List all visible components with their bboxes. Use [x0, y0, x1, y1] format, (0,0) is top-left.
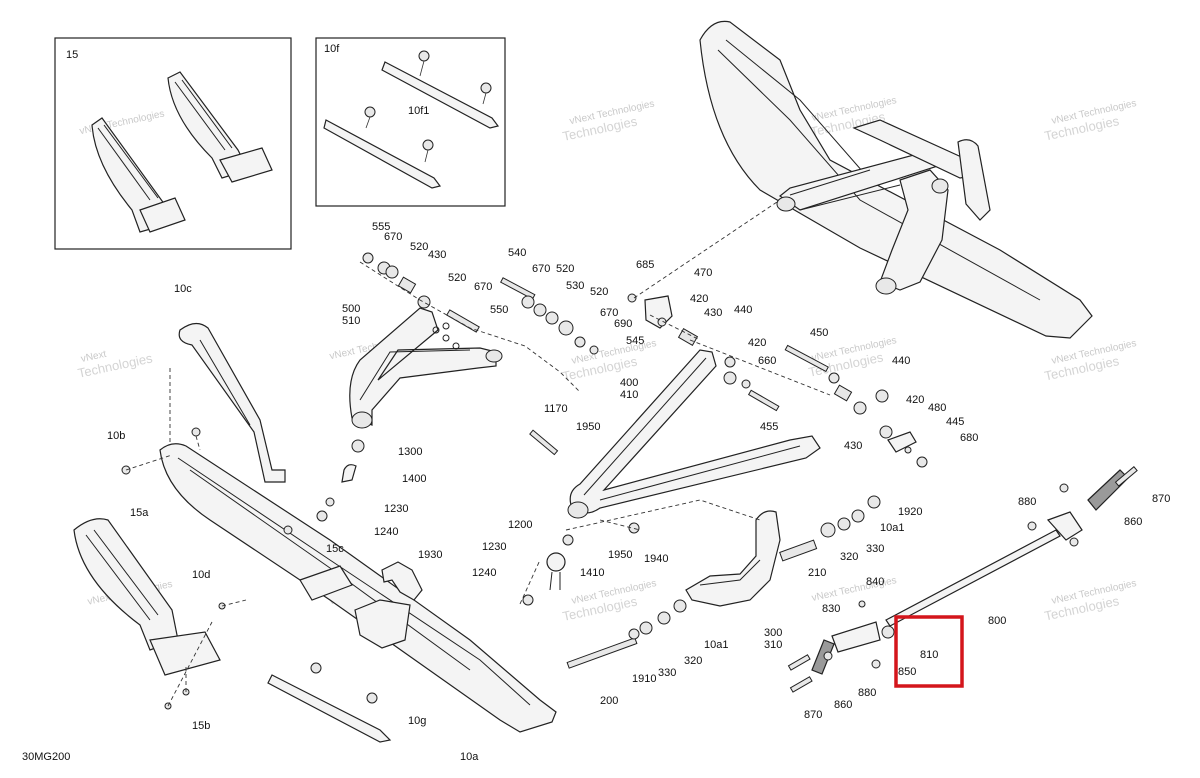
callout-1230: 1230	[482, 541, 506, 553]
callout-420: 420	[690, 293, 708, 305]
callout-520: 520	[410, 241, 428, 253]
inset-label-15: 15	[66, 49, 78, 61]
callout-1240: 1240	[374, 526, 398, 538]
callout-1230: 1230	[384, 503, 408, 515]
callout-810: 810	[920, 649, 938, 661]
callout-660: 660	[758, 355, 776, 367]
diagram-id: 30MG200	[22, 751, 70, 763]
callout-300: 300	[764, 627, 782, 639]
callout-545: 545	[626, 335, 644, 347]
callout-10a1: 10a1	[880, 522, 904, 534]
callout-1170: 1170	[544, 403, 568, 415]
callout-680: 680	[960, 432, 978, 444]
callout-1920: 1920	[898, 506, 922, 518]
callout-860: 860	[834, 699, 852, 711]
callout-10d: 10d	[192, 569, 210, 581]
callout-670: 670	[600, 307, 618, 319]
callout-840: 840	[866, 576, 884, 588]
callout-1940: 1940	[644, 553, 668, 565]
callout-15c: 15c	[326, 543, 344, 555]
callout-480: 480	[928, 402, 946, 414]
complete-suspension-assembly	[699, 20, 1093, 339]
highlight-box	[894, 615, 964, 688]
callout-1200: 1200	[508, 519, 532, 531]
callout-1240: 1240	[472, 567, 496, 579]
callout-520: 520	[556, 263, 574, 275]
callout-320: 320	[840, 551, 858, 563]
callout-320: 320	[684, 655, 702, 667]
callout-330: 330	[866, 543, 884, 555]
callout-440: 440	[734, 304, 752, 316]
callout-10a1: 10a1	[704, 639, 728, 651]
inset-box-10f: 10f 10f1	[315, 37, 506, 207]
callout-410: 410	[620, 389, 638, 401]
callout-310: 310	[764, 639, 782, 651]
watermark: vNext Technologies	[811, 575, 898, 604]
callout-850: 850	[898, 666, 916, 678]
callout-420: 420	[906, 394, 924, 406]
inset-label-10f: 10f	[324, 43, 340, 55]
callout-880: 880	[1018, 496, 1036, 508]
callout-470: 470	[694, 267, 712, 279]
callout-430: 430	[844, 440, 862, 452]
callout-555: 555	[372, 221, 390, 233]
callout-445: 445	[946, 416, 964, 428]
callout-880: 880	[858, 687, 876, 699]
callout-870: 870	[1152, 493, 1170, 505]
callout-labels: 10c 10b 15a 10d 15b 15c 10g 10a 1930 555…	[107, 221, 1170, 763]
sway-bar-assembly	[787, 466, 1138, 693]
callout-670: 670	[532, 263, 550, 275]
watermark: vNext	[80, 349, 108, 365]
callout-430: 430	[704, 307, 722, 319]
callout-400: 400	[620, 377, 638, 389]
inset-box-15: 15	[54, 37, 292, 250]
watermark: vNext Technologies	[79, 108, 166, 137]
callout-685: 685	[636, 259, 654, 271]
callout-200: 200	[600, 695, 618, 707]
callout-1930: 1930	[418, 549, 442, 561]
callout-430: 430	[428, 249, 446, 261]
callout-870: 870	[804, 709, 822, 721]
knuckle-assembly	[519, 429, 881, 669]
callout-1910: 1910	[632, 673, 656, 685]
callout-860: 860	[1124, 516, 1142, 528]
callout-520: 520	[448, 272, 466, 284]
callout-520: 520	[590, 286, 608, 298]
callout-540: 540	[508, 247, 526, 259]
callout-670: 670	[474, 281, 492, 293]
callout-330: 330	[658, 667, 676, 679]
callout-10a: 10a	[460, 751, 479, 763]
callout-670: 670	[384, 231, 402, 243]
callout-455: 455	[760, 421, 778, 433]
callout-500: 500	[342, 303, 360, 315]
callout-450: 450	[810, 327, 828, 339]
callout-440: 440	[892, 355, 910, 367]
callout-830: 830	[822, 603, 840, 615]
center-hardware	[500, 199, 928, 519]
left-ski-assembly	[73, 322, 557, 743]
callout-210: 210	[808, 567, 826, 579]
inset-label-10f1: 10f1	[408, 105, 429, 117]
callout-1400: 1400	[402, 473, 426, 485]
callout-690: 690	[614, 318, 632, 330]
callout-10g: 10g	[408, 715, 426, 727]
callout-530: 530	[566, 280, 584, 292]
callout-15a: 15a	[130, 507, 149, 519]
lower-a-arm-assembly	[316, 252, 581, 522]
callout-10c: 10c	[174, 283, 192, 295]
callout-15b: 15b	[192, 720, 210, 732]
callout-1950: 1950	[608, 549, 632, 561]
callout-1950: 1950	[576, 421, 600, 433]
callout-550: 550	[490, 304, 508, 316]
callout-510: 510	[342, 315, 360, 327]
callout-800: 800	[988, 615, 1006, 627]
callout-1410: 1410	[580, 567, 604, 579]
callout-1300: 1300	[398, 446, 422, 458]
callout-420: 420	[748, 337, 766, 349]
callout-10b: 10b	[107, 430, 125, 442]
